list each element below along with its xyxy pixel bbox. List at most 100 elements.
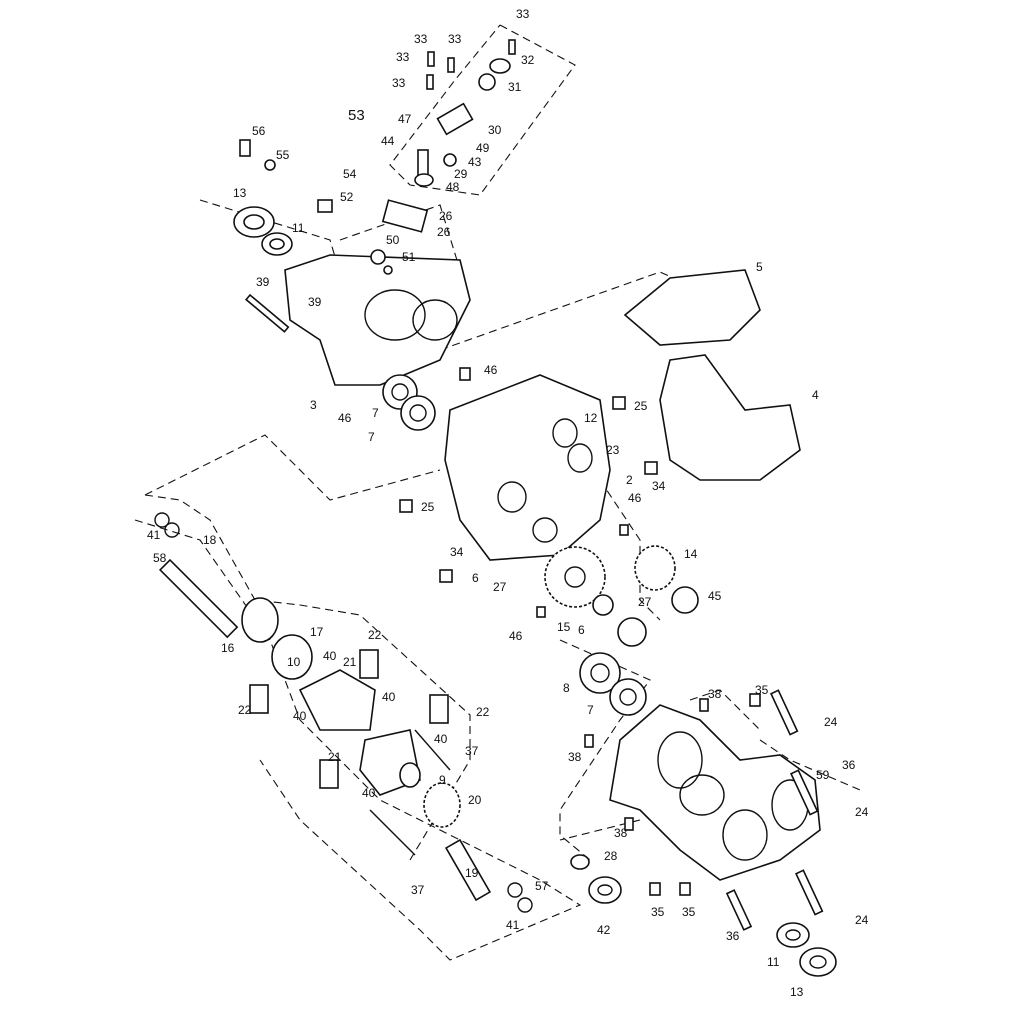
callout-label: 26 [437,225,451,239]
callout-label: 48 [446,180,460,194]
callout-label: 9 [439,773,446,787]
callout-label: 31 [508,80,522,94]
callout-label: 24 [855,805,869,819]
callout-label: 13 [233,186,247,200]
callout-label: 34 [652,479,666,493]
callout-label: 17 [310,625,324,639]
callout-label: 10 [287,655,301,669]
callout-label: 33 [396,50,410,64]
callout-label: 16 [221,641,235,655]
callout-label: 38 [614,826,628,840]
callout-label: 46 [509,629,523,643]
callout-label: 19 [465,866,479,880]
callout-label: 40 [382,690,396,704]
callout-label: 52 [340,190,354,204]
callout-label: 39 [256,275,270,289]
callout-label: 25 [421,500,435,514]
callout-label: 40 [323,649,337,663]
callout-label: 38 [708,687,722,701]
callout-label: 36 [842,758,856,772]
main-crankcase [399,374,658,583]
callout-label: 43 [468,155,482,169]
callout-label: 46 [628,491,642,505]
callout-label: 22 [238,703,252,717]
callout-label: 14 [684,547,698,561]
shaft-assembly [154,512,533,913]
callout-label: 41 [506,918,520,932]
callout-label: 36 [726,929,740,943]
right-crankcase [570,689,837,977]
callout-label: 58 [153,551,167,565]
callout-label: 35 [682,905,696,919]
callout-label: 37 [411,883,425,897]
callout-label: 27 [493,580,507,594]
callout-label: 5 [756,260,763,274]
callout-label: 40 [293,709,307,723]
callout-label: 33 [448,32,462,46]
callout-label: 22 [368,628,382,642]
callout-label: 38 [568,750,582,764]
callout-label: 7 [372,406,379,420]
callout-label: 15 [557,620,571,634]
callout-label: 45 [708,589,722,603]
callout-label: 6 [472,571,479,585]
callout-label: 40 [362,786,376,800]
callout-label: 8 [563,681,570,695]
callout-label: 39 [308,295,322,309]
callout-label: 6 [578,623,585,637]
callout-label: 33 [414,32,428,46]
callout-label: 30 [488,123,502,137]
callout-label: 51 [402,250,416,264]
callout-label: 53 [348,107,365,124]
callout-label: 46 [484,363,498,377]
left-crankcase-cover [233,139,471,386]
callout-label: 24 [824,715,838,729]
upper-cover-parts [414,39,516,187]
callout-label: 21 [343,655,357,669]
callout-label: 18 [203,533,217,547]
callout-label: 59 [816,768,830,782]
callout-label: 29 [454,167,468,181]
callout-label: 40 [434,732,448,746]
callout-label: 24 [855,913,869,927]
callout-label: 28 [604,849,618,863]
callout-label: 27 [638,595,652,609]
callout-label: 54 [343,167,357,181]
callout-label: 35 [755,683,769,697]
callout-label: 46 [338,411,352,425]
callout-label: 22 [476,705,490,719]
callout-label: 12 [584,411,598,425]
callout-label: 47 [398,112,412,126]
callout-label: 44 [381,134,395,148]
callout-label: 56 [252,124,266,138]
callout-label: 7 [587,703,594,717]
callout-label: 33 [392,76,406,90]
bearings [382,367,471,431]
callout-label: 35 [651,905,665,919]
gasket-4 [659,354,801,481]
callout-label: 57 [535,879,549,893]
callout-label: 23 [606,443,620,457]
callout-label: 32 [521,53,535,67]
callout-label: 41 [147,528,161,542]
callout-label: 13 [790,985,804,999]
callout-label: 20 [468,793,482,807]
callout-label: 11 [767,955,780,969]
callout-label: 50 [386,233,400,247]
callout-label: 11 [292,221,305,235]
callout-label: 26 [439,209,453,223]
callout-label: 2 [626,473,633,487]
callout-label: 21 [328,750,342,764]
callout-label: 3 [310,398,317,412]
callout-label: 49 [476,141,490,155]
callout-label: 25 [634,399,648,413]
callout-label: 42 [597,923,611,937]
gears [536,545,699,716]
callout-label: 55 [276,148,290,162]
callout-label: 7 [368,430,375,444]
callout-label: 37 [465,744,479,758]
callout-label: 4 [812,388,819,402]
